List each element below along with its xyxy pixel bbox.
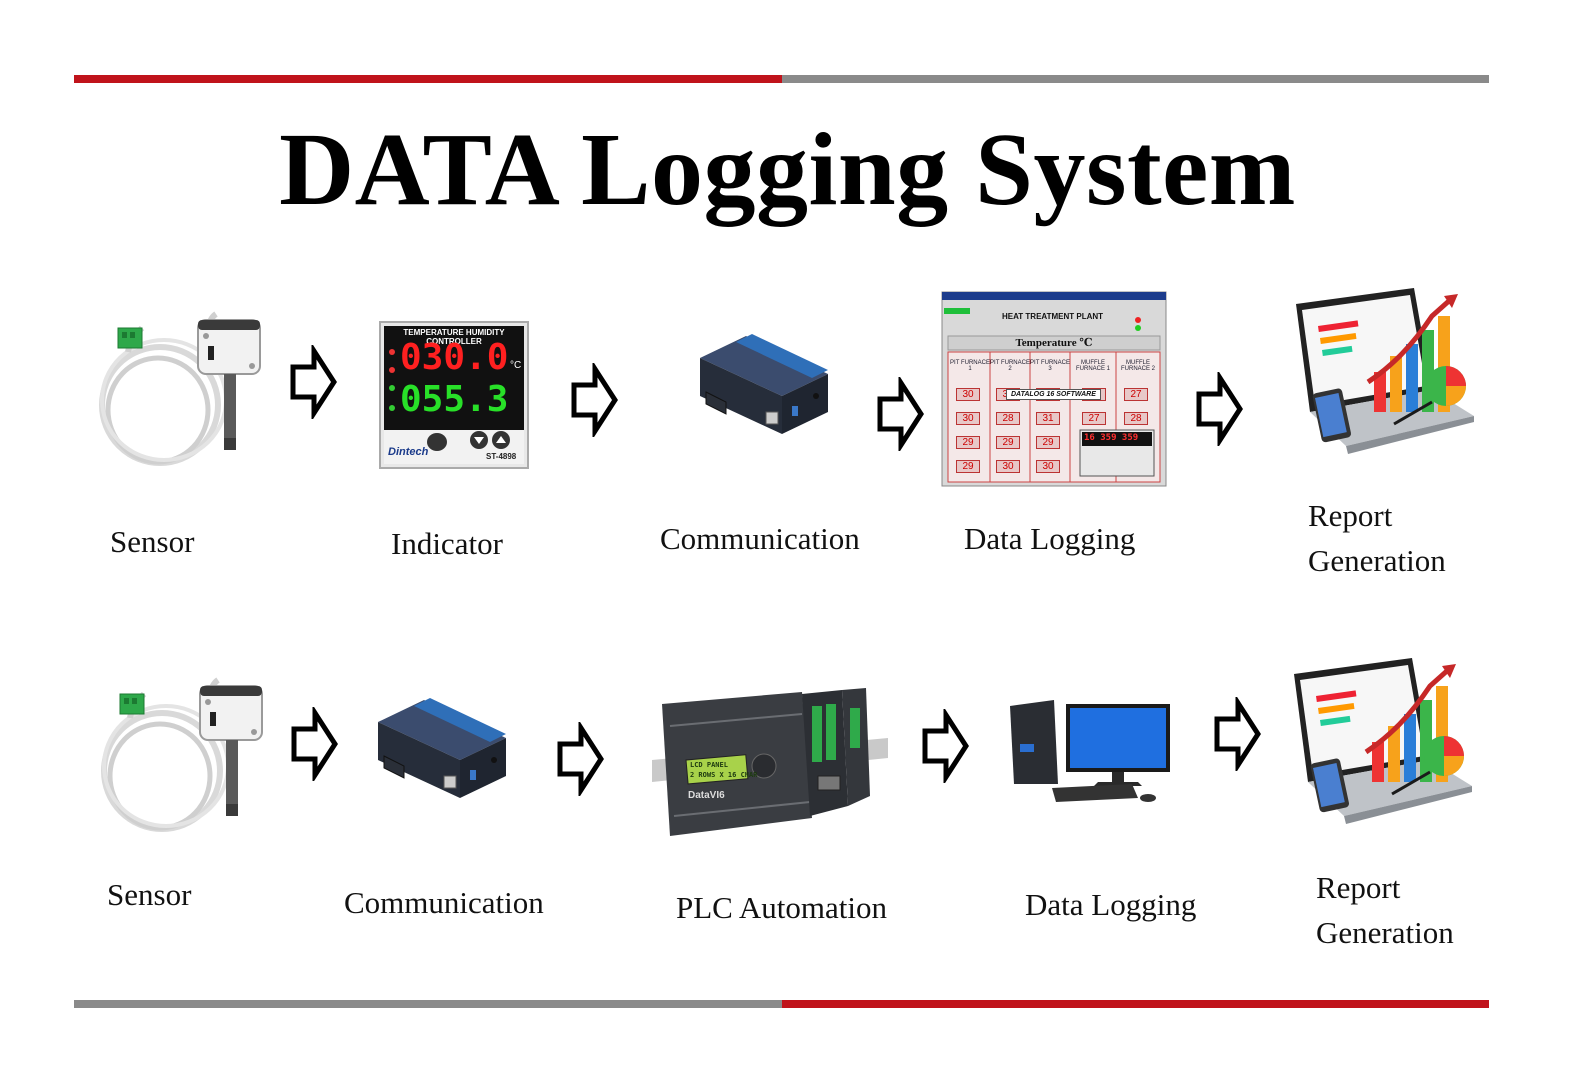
desktop-computer [1008, 698, 1174, 808]
indicator-humidity: 055.3 [400, 379, 509, 420]
report-label-row1: Report Generation [1308, 494, 1446, 584]
software-col-2: PIT FURNACE 2 [990, 360, 1030, 372]
indicator-temperature: 030.0 [400, 337, 509, 378]
report-label-row2: Report Generation [1316, 866, 1454, 956]
software-col-4: MUFFLE FURNACE 1 [1075, 360, 1110, 372]
sensor-label-row2: Sensor [107, 877, 192, 912]
bottom-bar-gray [74, 1000, 782, 1008]
top-bar-red [74, 75, 782, 83]
report-laptop-icon [1296, 288, 1474, 454]
data-logging-software-window: HEAT TREATMENT PLANT Temperature ℃ PIT F… [941, 291, 1167, 487]
flow-arrow-row1-2 [571, 360, 619, 440]
software-value: 27 [1082, 412, 1106, 425]
software-value: 29 [956, 460, 980, 473]
software-value: 30 [1036, 460, 1060, 473]
report-label-line1: Report [1308, 498, 1393, 533]
software-value: 28 [996, 412, 1020, 425]
report-label-line2: Generation [1308, 542, 1446, 578]
software-value: 29 [1036, 436, 1060, 449]
report-label-line1: Report [1316, 870, 1401, 905]
page-title: DATA Logging System [279, 112, 1296, 227]
communication-device-row2 [374, 694, 510, 814]
report-laptop-row1 [1282, 286, 1478, 462]
sensor-image-row1 [88, 300, 268, 480]
software-value: 30 [996, 460, 1020, 473]
plc-label: PLC Automation [676, 890, 887, 925]
plc-device: LCD PANEL 2 ROWS X 16 CHAR DataVI6 [652, 686, 888, 852]
flow-arrow-row2-3 [922, 706, 970, 786]
software-value: 31 [1036, 412, 1060, 425]
plc-lcd-line1: LCD PANEL [690, 761, 728, 769]
communication-label-row1: Communication [660, 521, 860, 556]
report-laptop-icon [1294, 658, 1472, 824]
flow-arrow-row1-1 [290, 342, 338, 422]
sensor-label-row1: Sensor [110, 524, 195, 559]
software-value: 29 [996, 436, 1020, 449]
flow-arrow-row2-2 [557, 719, 605, 799]
communication-label-row2: Communication [344, 885, 544, 920]
software-value: 30 [956, 412, 980, 425]
flow-arrow-row1-3 [877, 374, 925, 454]
flow-arrow-row2-4 [1214, 694, 1262, 774]
indicator-model: ST-4898 [486, 452, 517, 461]
indicator-device: TEMPERATURE HUMIDITY CONTROLLER 030.0 °C… [379, 321, 529, 469]
software-col-3: PIT FURNACE 3 [1030, 360, 1070, 372]
software-value: 28 [1124, 412, 1148, 425]
software-col-1: PIT FURNACE 1 [950, 360, 990, 372]
data-logging-label-row2: Data Logging [1025, 887, 1197, 922]
sensor-icon [99, 311, 261, 466]
software-value: 30 [956, 388, 980, 401]
sensor-icon [101, 677, 263, 832]
software-overlay-label: DATALOG 16 SOFTWARE [1006, 389, 1101, 400]
software-col-5: MUFFLE FURNACE 2 [1120, 360, 1155, 372]
indicator-label: Indicator [391, 526, 503, 561]
software-clock: 16 359 359 [1084, 433, 1139, 443]
software-value: 29 [956, 436, 980, 449]
sensor-image-row2 [90, 666, 270, 846]
bottom-bar-red [782, 1000, 1489, 1008]
top-bar-gray [782, 75, 1489, 83]
plc-brand: DataVI6 [688, 790, 725, 801]
report-laptop-row2 [1280, 656, 1476, 832]
report-label-line2: Generation [1316, 914, 1454, 950]
flow-arrow-row2-1 [291, 704, 339, 784]
software-plant-title: HEAT TREATMENT PLANT [1002, 312, 1104, 321]
data-logging-label-row1: Data Logging [964, 521, 1136, 556]
indicator-brand: Dintech [388, 446, 429, 458]
communication-device-row1 [696, 330, 832, 450]
desktop-computer-icon [1010, 700, 1170, 802]
software-section-title: Temperature ℃ [1015, 337, 1093, 349]
plc-lcd-line2: 2 ROWS X 16 CHAR [690, 771, 758, 779]
indicator-temp-unit: °C [510, 360, 522, 371]
software-value: 27 [1124, 388, 1148, 401]
flow-arrow-row1-4 [1196, 369, 1244, 449]
indicator-header: TEMPERATURE HUMIDITY CONTROLLER [403, 328, 505, 346]
